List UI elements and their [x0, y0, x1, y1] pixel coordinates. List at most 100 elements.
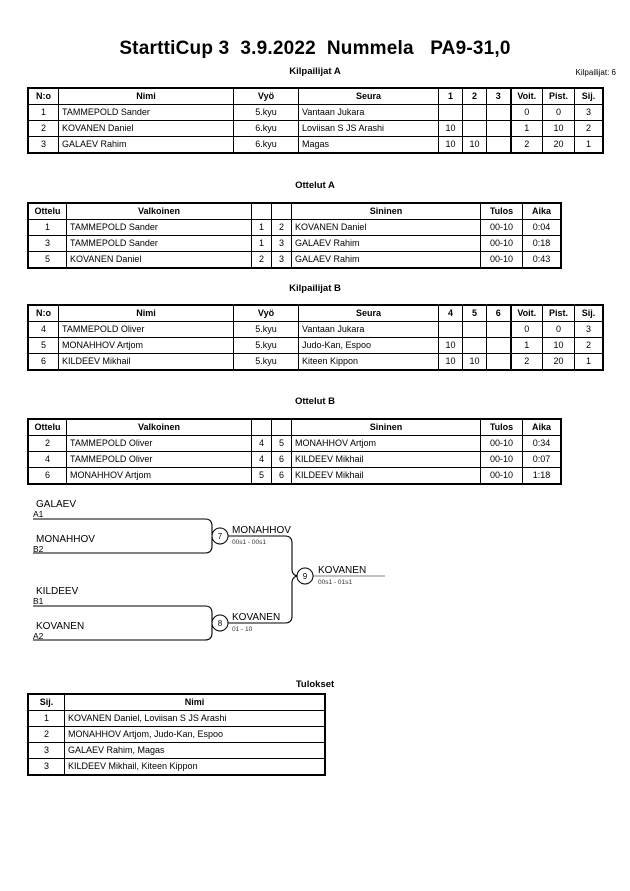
cell-score-3	[486, 104, 511, 121]
col-blue: Sininen	[291, 203, 481, 220]
col-time: Aika	[522, 203, 561, 220]
cell-white-no: 1	[251, 235, 272, 252]
cell-score-2: 10	[462, 353, 487, 370]
cell-wins: 2	[509, 353, 543, 370]
cell-result: 00-10	[480, 467, 523, 484]
cell-match: 5	[28, 251, 67, 268]
cell-name: MONAHHOV Artjom	[58, 337, 234, 354]
cell-score-2	[462, 321, 487, 338]
table-row: 5 MONAHHOV Artjom 5.kyu Judo-Kan, Espoo …	[28, 337, 603, 354]
cell-white: KOVANEN Daniel	[66, 251, 252, 268]
table-header-row: Sij. Nimi	[28, 694, 325, 711]
cell-no: 5	[28, 337, 59, 354]
table-header-row: Ottelu Valkoinen Sininen Tulos Aika	[28, 419, 561, 436]
cell-time: 0:07	[522, 451, 561, 468]
bracket-entry-name: GALAEV	[36, 499, 76, 510]
col-club: Seura	[298, 305, 439, 322]
col-no: N:o	[28, 305, 59, 322]
table-row: 1 TAMMEPOLD Sander 1 2 KOVANEN Daniel 00…	[28, 219, 561, 236]
cell-rank: 3	[28, 742, 65, 759]
cell-score-3	[486, 321, 511, 338]
page-title: StarttiCup 3 3.9.2022 Nummela PA9-31,0	[119, 38, 511, 59]
cell-score-2	[462, 120, 487, 137]
cell-white-no: 2	[251, 251, 272, 268]
cell-score-1: 10	[438, 353, 463, 370]
table-header-row: N:o Nimi Vyö Seura 1 2 3 Voit. Pist. Sij…	[28, 88, 603, 105]
bracket-match-node-7	[211, 527, 229, 545]
col-rank: Sij.	[574, 88, 603, 105]
col-blue: Sininen	[291, 419, 481, 436]
cell-score-1: 10	[438, 337, 463, 354]
cell-blue-no: 3	[271, 235, 292, 252]
bracket-match-number: 7	[218, 532, 223, 541]
cell-club: Judo-Kan, Espoo	[298, 337, 439, 354]
table-row: 6 MONAHHOV Artjom 5 6 KILDEEV Mikhail 00…	[28, 467, 561, 484]
cell-name: GALAEV Rahim, Magas	[64, 742, 325, 759]
matches-a-table: Ottelu Valkoinen Sininen Tulos Aika 1 TA…	[27, 202, 562, 269]
cell-rank: 1	[574, 353, 603, 370]
cell-club: Vantaan Jukara	[298, 104, 439, 121]
section-caption-matches-a: Ottelut A	[295, 180, 335, 191]
cell-belt: 5.kyu	[233, 337, 299, 354]
table-row: 6 KILDEEV Mikhail 5.kyu Kiteen Kippon 10…	[28, 353, 603, 370]
table-header-row: N:o Nimi Vyö Seura 4 5 6 Voit. Pist. Sij…	[28, 305, 603, 322]
cell-white: TAMMEPOLD Oliver	[66, 451, 252, 468]
cell-name: TAMMEPOLD Oliver	[58, 321, 234, 338]
cell-wins: 0	[509, 104, 543, 121]
results-table: Sij. Nimi 1 KOVANEN Daniel, Loviisan S J…	[27, 693, 326, 776]
cell-blue: KILDEEV Mikhail	[291, 451, 481, 468]
cell-score-1: 10	[438, 136, 463, 153]
cell-blue: GALAEV Rahim	[291, 235, 481, 252]
pool-a-table: N:o Nimi Vyö Seura 1 2 3 Voit. Pist. Sij…	[27, 87, 604, 154]
cell-white: TAMMEPOLD Sander	[66, 235, 252, 252]
bracket-match-number: 8	[218, 619, 223, 628]
table-row: 1 KOVANEN Daniel, Loviisan S JS Arashi	[28, 710, 325, 727]
cell-score-3	[486, 120, 511, 137]
bracket-winner-name: MONAHHOV	[232, 525, 291, 536]
cell-belt: 5.kyu	[233, 321, 299, 338]
col-white-no	[251, 203, 272, 220]
bracket-entry-seed: A1	[33, 509, 44, 519]
cell-match: 3	[28, 235, 67, 252]
cell-blue-no: 2	[271, 219, 292, 236]
col-points: Pist.	[542, 305, 575, 322]
cell-white-no: 4	[251, 451, 272, 468]
cell-blue-no: 5	[271, 435, 292, 452]
cell-rank: 3	[28, 758, 65, 775]
col-white: Valkoinen	[66, 203, 252, 220]
col-white: Valkoinen	[66, 419, 252, 436]
elimination-bracket: GALAEV A1 MONAHHOV B2 KILDEEV B1 KOVANEN…	[0, 490, 630, 680]
section-caption-pool-a: Kilpailijat A	[289, 66, 341, 77]
cell-wins: 2	[509, 136, 543, 153]
cell-result: 00-10	[480, 451, 523, 468]
cell-blue: MONAHHOV Artjom	[291, 435, 481, 452]
cell-time: 0:43	[522, 251, 561, 268]
bracket-connector-final-lower	[228, 575, 300, 624]
col-round-3: 3	[486, 88, 511, 105]
cell-points: 0	[542, 104, 575, 121]
cell-result: 00-10	[480, 251, 523, 268]
cell-club: Loviisan S JS Arashi	[298, 120, 439, 137]
col-wins: Voit.	[509, 305, 543, 322]
cell-result: 00-10	[480, 435, 523, 452]
cell-name: KOVANEN Daniel, Loviisan S JS Arashi	[64, 710, 325, 727]
table-row: 2 TAMMEPOLD Oliver 4 5 MONAHHOV Artjom 0…	[28, 435, 561, 452]
bracket-winner-name: KOVANEN	[232, 612, 280, 623]
cell-belt: 6.kyu	[233, 120, 299, 137]
cell-rank: 3	[574, 104, 603, 121]
col-blue-no	[271, 203, 292, 220]
col-rank: Sij.	[28, 694, 65, 711]
col-club: Seura	[298, 88, 439, 105]
col-round-6: 6	[486, 305, 511, 322]
table-row: 3 GALAEV Rahim, Magas	[28, 742, 325, 759]
cell-points: 20	[542, 136, 575, 153]
cell-club: Kiteen Kippon	[298, 353, 439, 370]
cell-name: KOVANEN Daniel	[58, 120, 234, 137]
bracket-champion-name: KOVANEN	[318, 565, 366, 576]
table-row: 2 MONAHHOV Artjom, Judo-Kan, Espoo	[28, 726, 325, 743]
col-round-1: 1	[438, 88, 463, 105]
bracket-entry-name: KOVANEN	[36, 621, 84, 632]
col-round-5: 5	[462, 305, 487, 322]
matches-b-table: Ottelu Valkoinen Sininen Tulos Aika 2 TA…	[27, 418, 562, 485]
bracket-entry-name: MONAHHOV	[36, 534, 95, 545]
